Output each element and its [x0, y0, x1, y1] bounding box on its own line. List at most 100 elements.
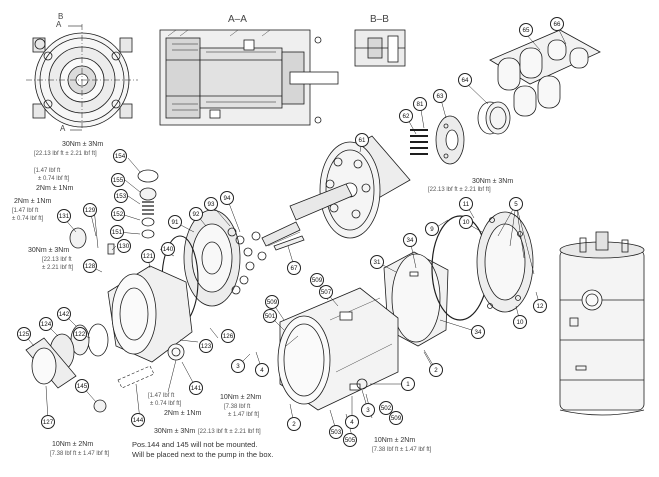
- torque-155-imperial-b: ± 0.74 lbf ft]: [38, 176, 70, 182]
- torque-128-imperial-b: ± 2.21 lbf ft]: [42, 265, 74, 271]
- section-b-b: [354, 29, 406, 67]
- part-34-upper: 34: [403, 233, 417, 247]
- part-66: 66: [550, 17, 564, 31]
- main-housing: [277, 287, 399, 411]
- front-view: [26, 24, 138, 131]
- part-128: 128: [83, 259, 97, 273]
- torque-128: 30Nm ± 3Nm: [28, 247, 70, 254]
- torque-5-imperial: [22.13 lbf ft ± 2.21 lbf ft]: [428, 187, 491, 193]
- torque-128-imperial-a: [22.13 lbf ft: [42, 257, 72, 263]
- pin: [273, 235, 305, 251]
- torque-145-imperial-a: [1.47 lbf ft: [148, 393, 175, 399]
- pistons: [227, 227, 267, 295]
- part-5: 5: [509, 197, 523, 211]
- part-507: 507: [319, 285, 333, 299]
- part-61: 61: [355, 133, 369, 147]
- torque-127: 10Nm ± 2Nm: [52, 441, 94, 448]
- part-34-lower: 34: [471, 325, 485, 339]
- part-141: 141: [189, 381, 203, 395]
- part-154: 154: [113, 149, 127, 163]
- part-11: 11: [459, 197, 473, 211]
- part-509-mid: 509: [265, 295, 279, 309]
- part-3-left: 3: [231, 359, 245, 373]
- torque-154: 30Nm ± 3Nm: [62, 141, 104, 148]
- part-94: 94: [220, 191, 234, 205]
- part-509-upper: 509: [310, 273, 324, 287]
- part-126: 126: [221, 329, 235, 343]
- retainer-plate: [410, 115, 465, 165]
- part-502: 502: [379, 401, 393, 415]
- torque-131-imperial-a: [1.47 lbf ft: [12, 208, 39, 214]
- part-92: 92: [189, 207, 203, 221]
- part-93: 93: [204, 197, 218, 211]
- part-142: 142: [57, 307, 71, 321]
- bushing-ring: [477, 101, 511, 135]
- part-503: 503: [329, 425, 343, 439]
- part-81: 81: [413, 97, 427, 111]
- part-140: 140: [161, 242, 175, 256]
- torque-154-imperial: [22.13 lbf ft ± 2.21 lbf ft]: [34, 151, 97, 157]
- part-152: 152: [111, 207, 125, 221]
- part-501: 501: [263, 309, 277, 323]
- part-151: 151: [110, 225, 124, 239]
- part-127: 127: [41, 415, 55, 429]
- assembled-pump: [559, 231, 645, 416]
- part-62: 62: [399, 109, 413, 123]
- section-a-a: [159, 29, 339, 126]
- part-153: 153: [114, 189, 128, 203]
- part-124: 124: [39, 317, 53, 331]
- control-valve-stack: [137, 169, 159, 239]
- front-housing: [107, 265, 193, 363]
- part-31: 31: [370, 255, 384, 269]
- part-155: 155: [111, 173, 125, 187]
- section-label-b-b: B–B: [370, 14, 389, 25]
- torque-3-imperial-a: [7.38 lbf ft: [224, 404, 251, 410]
- torque-155-imperial-a: [1.47 lbf ft: [34, 168, 61, 174]
- part-10-lower: 10: [513, 315, 527, 329]
- part-1: 1: [401, 377, 415, 391]
- section-label-a-a: A–A: [228, 14, 247, 25]
- part-505: 505: [343, 433, 357, 447]
- part-63: 63: [433, 89, 447, 103]
- part-65: 65: [519, 23, 533, 37]
- part-122: 122: [73, 327, 87, 341]
- part-2-lower: 2: [287, 417, 301, 431]
- part-91: 91: [168, 215, 182, 229]
- part-123: 123: [199, 339, 213, 353]
- part-121: 121: [141, 249, 155, 263]
- torque-3-imperial-b: ± 1.47 lbf ft]: [228, 412, 260, 418]
- section-marker-a-bottom: A: [60, 124, 66, 133]
- mounting-note-line1: Pos.144 and 145 will not be mounted.: [132, 440, 258, 449]
- swash-plate: [183, 209, 241, 307]
- torque-155: 2Nm ± 1Nm: [36, 185, 74, 192]
- section-marker-b-top: B: [58, 12, 64, 21]
- part-125: 125: [17, 327, 31, 341]
- part-3-right: 3: [361, 403, 375, 417]
- part-4-left: 4: [255, 363, 269, 377]
- mounting-note-line2: Will be placed next to the pump in the b…: [132, 450, 274, 459]
- torque-127-imperial: [7.38 lbf ft ± 1.47 lbf ft]: [50, 451, 110, 457]
- part-4-right: 4: [345, 415, 359, 429]
- torque-131: 2Nm ± 1Nm: [14, 198, 52, 205]
- torque-144-imperial: [22.13 lbf ft ± 2.21 lbf ft]: [198, 429, 261, 435]
- cylinder-block: [261, 135, 411, 247]
- front-flange: [25, 337, 77, 389]
- part-144: 144: [131, 413, 145, 427]
- part-145: 145: [75, 379, 89, 393]
- torque-131-imperial-b: ± 0.74 lbf ft]: [12, 216, 44, 222]
- rear-cover: [476, 211, 534, 313]
- valve-block-assembly: [489, 29, 601, 117]
- torque-145: 2Nm ± 1Nm: [164, 410, 202, 417]
- torque-3: 10Nm ± 2Nm: [220, 394, 262, 401]
- part-130: 130: [117, 239, 131, 253]
- part-2-upper: 2: [429, 363, 443, 377]
- part-9: 9: [425, 222, 439, 236]
- part-131: 131: [57, 209, 71, 223]
- torque-145-imperial-b: ± 0.74 lbf ft]: [150, 401, 182, 407]
- torque-144: 30Nm ± 3Nm: [154, 428, 196, 435]
- part-10-upper: 10: [459, 215, 473, 229]
- section-marker-a-top: A: [56, 20, 62, 29]
- torque-2-imperial: [7.38 lbf ft ± 1.47 lbf ft]: [372, 447, 432, 453]
